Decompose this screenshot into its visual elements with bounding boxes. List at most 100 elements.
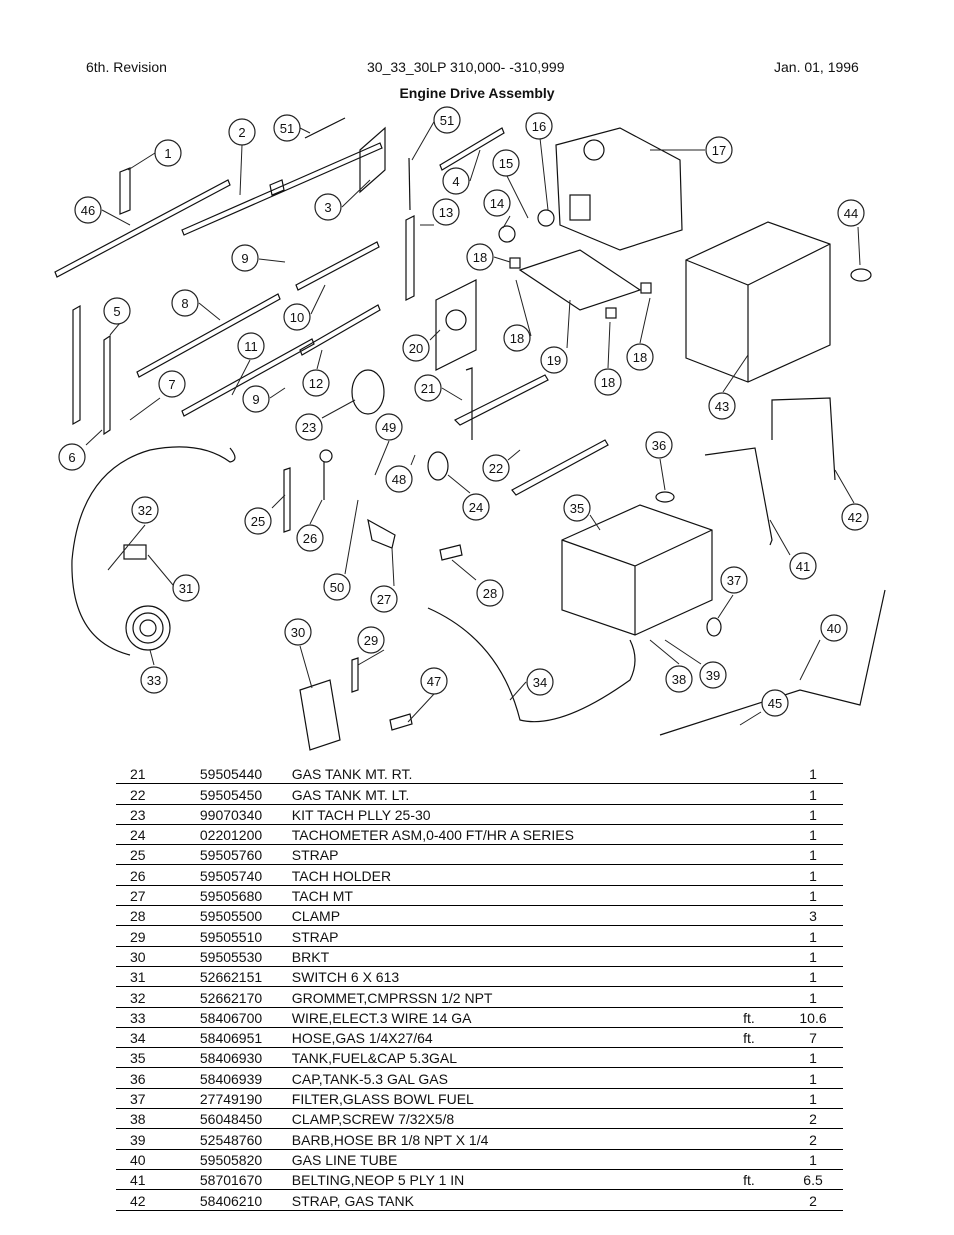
unit	[743, 1189, 784, 1211]
part-number: 59505530	[199, 946, 292, 967]
item-number: 24	[116, 824, 200, 846]
callout-23: 23	[295, 413, 323, 441]
rod-2	[181, 142, 383, 236]
svg-text:45: 45	[768, 696, 782, 711]
unit	[743, 844, 784, 866]
tachometer-24	[427, 451, 449, 481]
clamp-47	[389, 713, 413, 731]
callout-31: 31	[172, 574, 200, 602]
callout-47: 47	[420, 667, 448, 695]
svg-text:13: 13	[439, 205, 453, 220]
item-number: 23	[116, 804, 200, 825]
engine-17	[555, 127, 683, 251]
callout-43: 43	[708, 392, 736, 420]
callout-7: 7	[158, 370, 186, 398]
callout-9b: 9	[242, 385, 270, 413]
callout-19: 19	[540, 346, 568, 374]
part-number: 59505740	[199, 864, 292, 886]
part-number: 56048450	[199, 1108, 292, 1130]
gas-line-tube-40	[659, 589, 886, 736]
callout-29: 29	[357, 626, 385, 654]
unit	[743, 966, 784, 988]
bracket-3	[359, 126, 386, 194]
quantity: 1	[783, 824, 843, 846]
callout-33: 33	[140, 666, 168, 694]
callout-36: 36	[645, 431, 673, 459]
part-number: 58406939	[199, 1067, 292, 1089]
callout-51a: 51	[273, 114, 301, 142]
quantity: 1	[783, 783, 843, 805]
svg-text:19: 19	[547, 353, 561, 368]
callout-30: 30	[284, 618, 312, 646]
callout-27: 27	[370, 585, 398, 613]
spring-51b	[408, 157, 411, 211]
callout-18c: 18	[626, 343, 654, 371]
quantity: 1	[783, 885, 843, 907]
callout-17: 17	[705, 136, 733, 164]
quantity: 1	[783, 986, 843, 1008]
part-number: 27749190	[199, 1088, 292, 1110]
part-number: 58701670	[199, 1169, 292, 1191]
svg-text:10: 10	[290, 310, 304, 325]
bracket-21	[453, 367, 549, 440]
part-description: STRAP	[291, 925, 744, 947]
callout-21: 21	[414, 374, 442, 402]
page-title: Engine Drive Assembly	[399, 85, 555, 101]
cap-44	[850, 268, 872, 282]
bar-4	[439, 127, 505, 171]
item-number: 34	[116, 1027, 200, 1049]
header-model-range: 30_33_30LP 310,000- -310,999	[367, 59, 565, 75]
part-number: 58406210	[199, 1189, 292, 1211]
svg-text:44: 44	[844, 206, 858, 221]
quantity: 10.6	[783, 1007, 843, 1028]
svg-text:48: 48	[392, 472, 406, 487]
callout-14: 14	[483, 189, 511, 217]
unit	[743, 1108, 784, 1130]
svg-text:36: 36	[652, 438, 666, 453]
part-description: GAS TANK MT. RT.	[291, 764, 744, 785]
svg-text:47: 47	[427, 674, 441, 689]
quantity: 1	[783, 1067, 843, 1089]
callout-25: 25	[244, 507, 272, 535]
svg-text:25: 25	[251, 514, 265, 529]
tach-mount-27	[367, 518, 396, 549]
item-number: 38	[116, 1108, 200, 1130]
svg-text:8: 8	[181, 296, 188, 311]
callout-45: 45	[761, 689, 789, 717]
clamp-28	[439, 544, 463, 561]
svg-text:51: 51	[440, 113, 454, 128]
unit	[743, 1088, 784, 1110]
unit	[743, 824, 784, 846]
quantity: 1	[783, 804, 843, 825]
svg-text:43: 43	[715, 399, 729, 414]
quantity: 1	[783, 925, 843, 947]
part-description: BRKT	[291, 946, 744, 967]
rod-46	[54, 179, 231, 278]
unit	[743, 905, 784, 927]
callout-8: 8	[171, 289, 199, 317]
item-number: 26	[116, 864, 200, 886]
svg-text:18: 18	[510, 331, 524, 346]
bar-10	[295, 241, 380, 291]
unit	[743, 864, 784, 886]
callout-16: 16	[525, 112, 553, 140]
unit	[743, 946, 784, 967]
svg-text:17: 17	[712, 143, 726, 158]
svg-text:16: 16	[532, 119, 546, 134]
part-number: 58406951	[199, 1027, 292, 1049]
unit	[743, 925, 784, 947]
part-description: STRAP, GAS TANK	[291, 1189, 744, 1211]
quantity: 1	[783, 966, 843, 988]
svg-text:18: 18	[601, 375, 615, 390]
svg-text:2: 2	[238, 125, 245, 140]
pulley-15	[537, 209, 555, 227]
callout-3: 3	[314, 193, 342, 221]
